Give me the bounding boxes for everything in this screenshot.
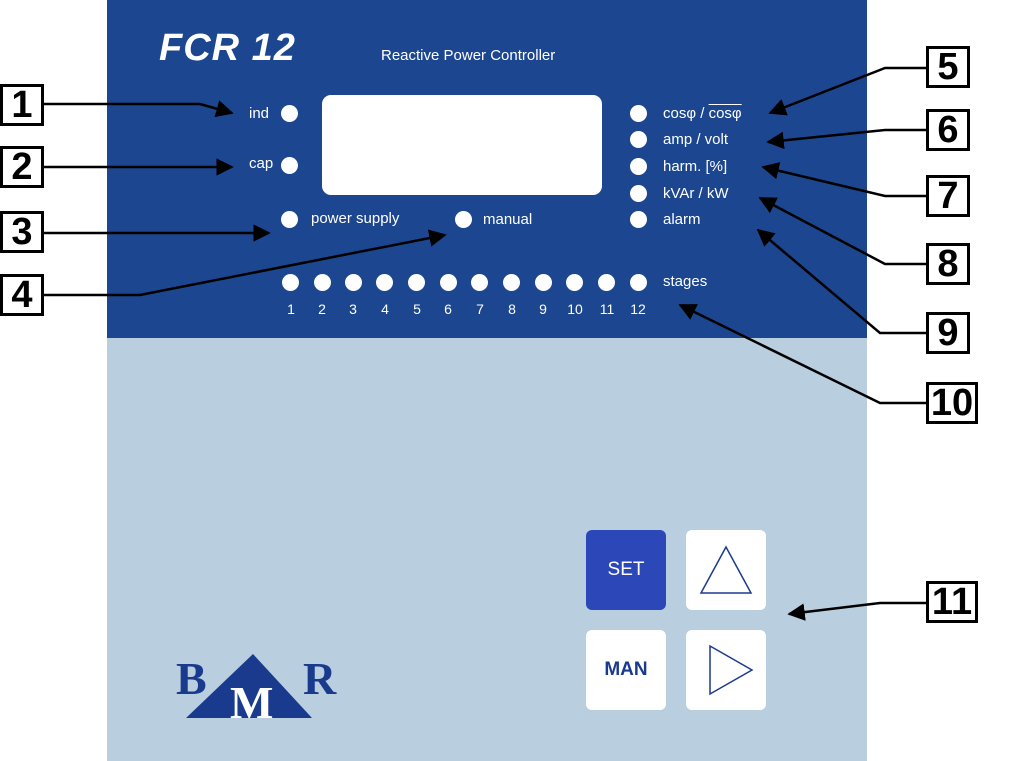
stage-led-7: [471, 274, 488, 291]
stage-led-9: [535, 274, 552, 291]
stage-led-6: [440, 274, 457, 291]
alarm-led: [630, 211, 647, 228]
callout-1: 1: [0, 84, 44, 126]
lcd-display: [322, 95, 602, 195]
cap-label: cap: [249, 155, 274, 172]
man-button-label: MAN: [604, 659, 648, 680]
amp-volt-led: [630, 131, 647, 148]
stages-label: stages: [663, 273, 708, 290]
stage-led-8: [503, 274, 520, 291]
triangle-up-icon: [699, 545, 753, 594]
kvar-kw-label: kVAr / kW: [663, 185, 729, 202]
stage-led-5: [408, 274, 425, 291]
stage-number: 3: [349, 301, 357, 317]
stage-led-12: [630, 274, 647, 291]
stage-number: 8: [508, 301, 516, 317]
stage-led-11: [598, 274, 615, 291]
harm-label: harm. [%]: [663, 158, 728, 175]
triangle-right-icon: [709, 644, 754, 696]
harm-led: [630, 158, 647, 175]
callout-7: 7: [926, 175, 970, 217]
cap-led: [281, 157, 298, 174]
up-button[interactable]: [686, 530, 766, 610]
stage-number: 4: [381, 301, 389, 317]
man-button[interactable]: MAN: [586, 630, 666, 710]
set-button[interactable]: SET: [586, 530, 666, 610]
stage-led-4: [376, 274, 393, 291]
manual-label: manual: [483, 211, 533, 228]
brand-letter-b: B: [176, 653, 207, 704]
callout-5: 5: [926, 46, 970, 88]
power-supply-label: power supply: [311, 210, 400, 227]
brand-letter-m: M: [230, 677, 273, 720]
power-supply-led: [281, 211, 298, 228]
callout-2: 2: [0, 146, 44, 188]
ind-label: ind: [249, 105, 270, 122]
cosphi-label: cosφ / cosφ: [663, 105, 742, 122]
bmr-logo: B M R: [176, 653, 337, 720]
stage-led-10: [566, 274, 583, 291]
manual-led: [455, 211, 472, 228]
brand-letter-r: R: [303, 653, 337, 704]
ind-led: [281, 105, 298, 122]
amp-volt-label: amp / volt: [663, 131, 729, 148]
callout-9: 9: [926, 312, 970, 354]
stage-number: 6: [444, 301, 452, 317]
model-name: FCR 12: [159, 27, 296, 69]
callout-8: 8: [926, 243, 970, 285]
stage-number: 7: [476, 301, 484, 317]
stage-number: 9: [539, 301, 547, 317]
stage-number: 11: [599, 301, 615, 317]
callout-11: 11: [926, 581, 978, 623]
stage-number: 10: [567, 301, 583, 317]
stage-led-2: [314, 274, 331, 291]
cosphi-led: [630, 105, 647, 122]
stage-number: 2: [318, 301, 326, 317]
callout-6: 6: [926, 109, 970, 151]
callout-4: 4: [0, 274, 44, 316]
stage-number: 12: [630, 301, 646, 317]
alarm-label: alarm: [663, 211, 701, 228]
callout-10: 10: [926, 382, 978, 424]
right-button[interactable]: [686, 630, 766, 710]
stage-number: 5: [413, 301, 421, 317]
stage-number: 1: [287, 301, 295, 317]
kvar-kw-led: [630, 185, 647, 202]
callout-3: 3: [0, 211, 44, 253]
set-button-label: SET: [607, 559, 645, 580]
device-subtitle: Reactive Power Controller: [381, 47, 556, 64]
stage-led-1: [282, 274, 299, 291]
stage-led-3: [345, 274, 362, 291]
